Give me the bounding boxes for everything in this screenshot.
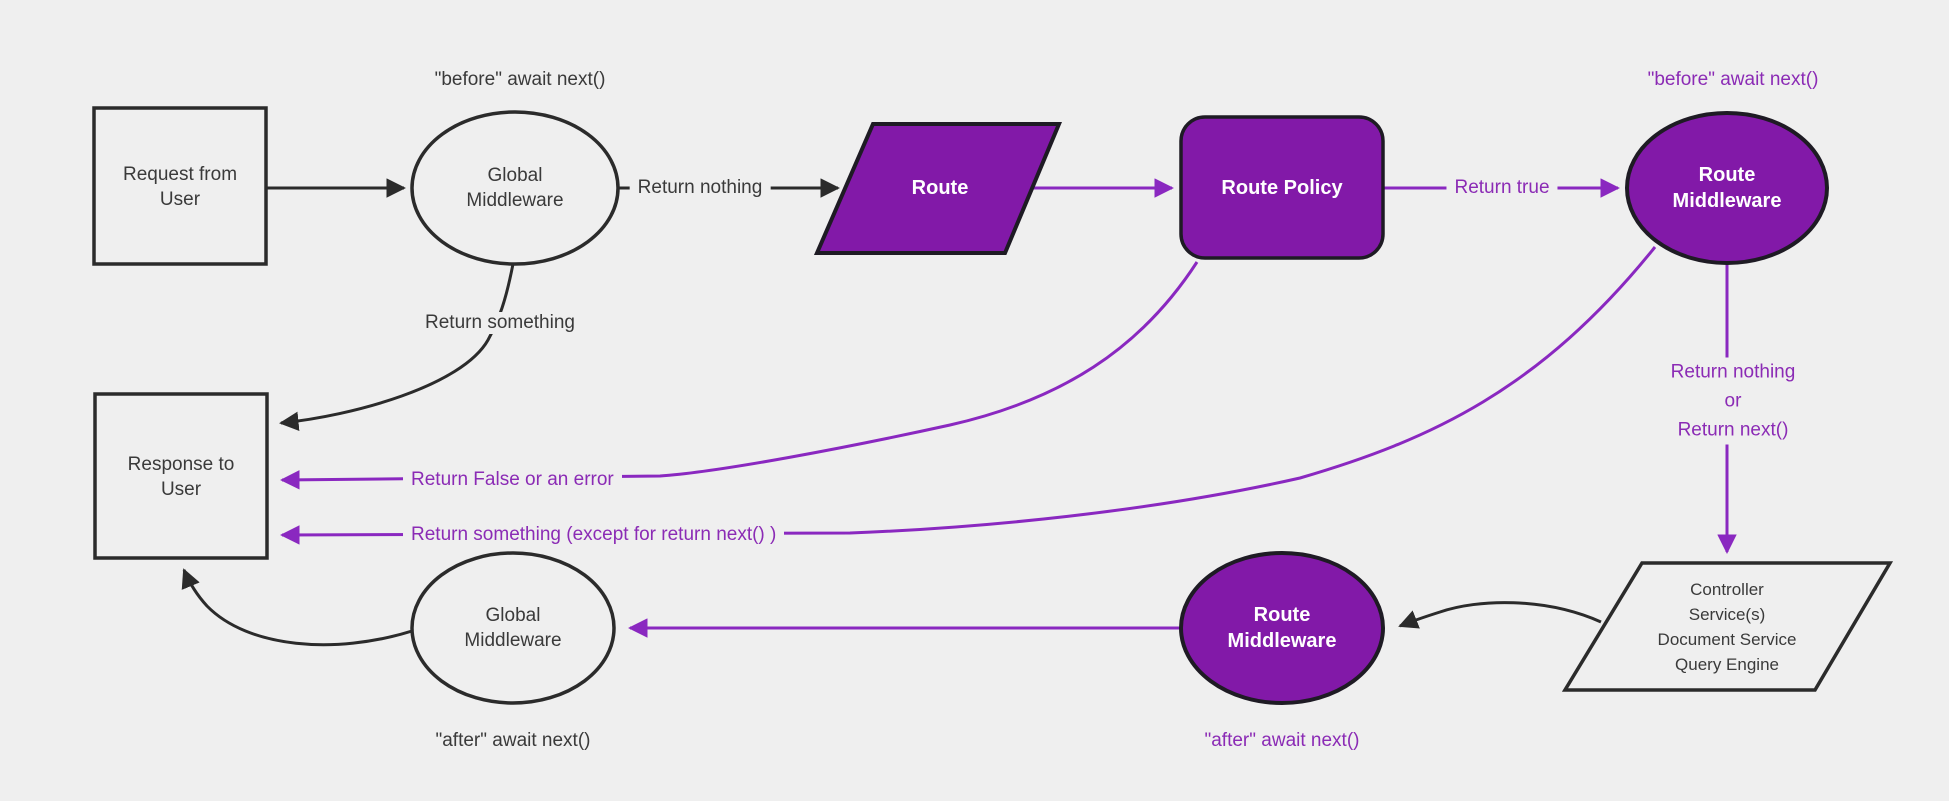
route-middleware-top-line2: Middleware (1672, 190, 1782, 212)
route-middleware-top-line1: Route (1698, 164, 1756, 186)
global-middleware-bottom-line1: Global (485, 605, 541, 626)
node-route-parallelogram-shape (813, 122, 1063, 255)
controller-label: Controller Service(s) Document Service Q… (1658, 577, 1797, 677)
node-global-middleware-top-shape (410, 110, 620, 266)
return-false-edge-label: Return False or an error (403, 469, 622, 491)
return-nothing-or-next-line3: Return next() (1677, 419, 1789, 441)
route-middleware-bottom-line2: Middleware (1227, 630, 1337, 652)
node-response-box-shape (93, 392, 269, 560)
before-await-next-route-annotation: "before" await next() (1647, 69, 1819, 90)
edge-global-to-response-curve (279, 263, 515, 431)
controller-line3: Document Service (1657, 630, 1797, 649)
route-middleware-top-label: Route Middleware (1673, 162, 1782, 214)
return-something-edge-label: Return something (417, 312, 583, 334)
after-await-next-global-annotation: "after" await next() (435, 730, 591, 751)
return-nothing-or-next-line1: Return nothing (1670, 361, 1796, 383)
route-middleware-bottom-line1: Route (1253, 604, 1311, 626)
global-middleware-top-label: Global Middleware (466, 163, 563, 213)
global-middleware-bottom-line2: Middleware (464, 630, 562, 651)
after-await-next-route-annotation: "after" await next() (1204, 730, 1360, 751)
return-true-edge-label: Return true (1446, 177, 1558, 199)
node-route-middleware-bottom-shape (1179, 551, 1385, 705)
controller-line4: Query Engine (1675, 655, 1779, 674)
node-route-policy-shape (1179, 115, 1385, 260)
return-something-except-edge-label: Return something (except for return next… (403, 524, 785, 546)
node-request-box-shape (92, 106, 268, 266)
global-middleware-top-line1: Global (487, 165, 543, 186)
return-nothing-or-next-line2: or (1724, 390, 1742, 412)
return-nothing-edge-label: Return nothing (629, 177, 771, 199)
route-policy-label: Route Policy (1221, 177, 1343, 199)
edge-controller-to-routemw-curve (1398, 601, 1602, 629)
controller-line1: Controller (1690, 580, 1764, 599)
request-box-label-line2: User (159, 189, 201, 210)
node-route-middleware-top-shape (1625, 111, 1829, 265)
global-middleware-top-line2: Middleware (466, 190, 564, 211)
node-global-middleware-bottom-shape (410, 551, 616, 705)
edge-globalmw-to-response-curve (181, 568, 413, 647)
request-box-label: Request from User (123, 162, 237, 212)
controller-line2: Service(s) (1688, 605, 1766, 624)
route-label: Route (911, 177, 969, 199)
return-nothing-or-next-edge-label: Return nothing or Return next() (1662, 357, 1804, 445)
before-await-next-global-annotation: "before" await next() (434, 69, 606, 90)
request-box-label-line1: Request from (122, 164, 238, 185)
response-box-label-line2: User (160, 479, 202, 500)
edge-policy-to-response-curve (280, 261, 1199, 490)
node-controller-parallelogram-shape (1561, 561, 1894, 692)
response-box-label-line1: Response to (127, 454, 235, 475)
route-middleware-bottom-label: Route Middleware (1228, 602, 1337, 654)
edge-routemw-to-response-curve (280, 246, 1657, 545)
global-middleware-bottom-label: Global Middleware (464, 603, 561, 653)
response-box-label: Response to User (128, 452, 235, 502)
